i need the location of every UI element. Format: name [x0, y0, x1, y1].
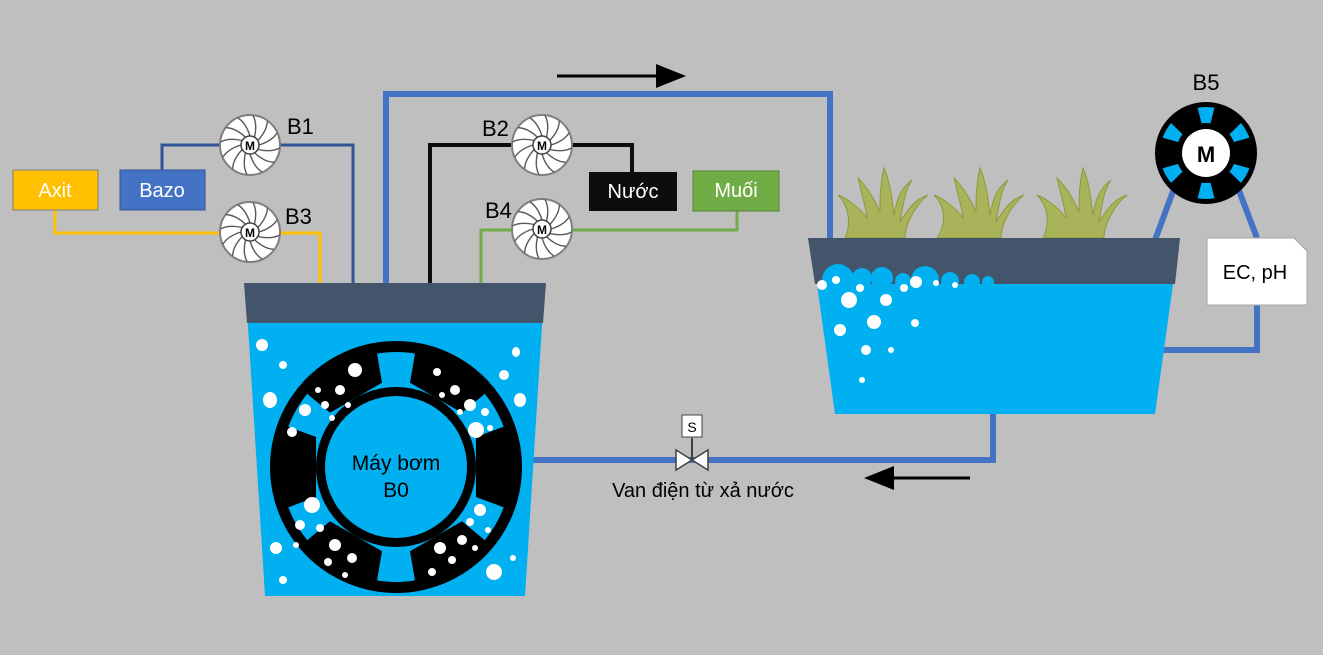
- pump-b5-wheel-icon: [1155, 102, 1257, 204]
- ec-ph-sensor-box: [1206, 237, 1308, 306]
- valve-icon: [675, 448, 709, 472]
- nuoc-label: Nước: [608, 181, 659, 203]
- axit-label: Axit: [38, 180, 72, 202]
- plant-icon-3: [1036, 166, 1128, 239]
- mixing-tank: Máy bơm B0: [244, 283, 546, 596]
- mixing-tank-bubbles: [256, 339, 526, 584]
- mixing-tank-lid: [244, 283, 546, 323]
- plant-icon-1: [837, 166, 929, 239]
- b5-return-pipe: [1160, 295, 1260, 353]
- solenoid-coil-box: [681, 414, 703, 438]
- muoi-box: Muối: [692, 170, 780, 212]
- growing-tank-water: [815, 270, 1175, 414]
- ec-ph-sensor: EC, pH: [1206, 237, 1308, 306]
- pump-b2-label: B2: [482, 116, 509, 141]
- bazo-pipe: [160, 143, 222, 170]
- pump-b1-label: B1: [287, 114, 314, 139]
- nuoc-pipe: [570, 143, 634, 172]
- growing-tank-lid: [808, 238, 1180, 284]
- bazo-label: Bazo: [139, 180, 185, 202]
- b1-to-tank-pipe: [278, 143, 355, 283]
- pump-b4-motor-letter: M: [537, 223, 547, 237]
- pump-b3-motor-letter: M: [245, 226, 255, 240]
- growing-tank: [808, 166, 1180, 414]
- valve-label: Van điện từ xả nước: [612, 480, 794, 502]
- pump-b1-motor-letter: M: [245, 139, 255, 153]
- plant-icon-2: [933, 166, 1025, 239]
- ec-ph-sensor-label: EC, pH: [1223, 262, 1287, 284]
- b3-to-tank-pipe: [278, 231, 322, 283]
- return-pipe: [533, 412, 996, 463]
- nuoc-box: Nước: [589, 172, 677, 211]
- pump-b5-label: B5: [1193, 70, 1220, 95]
- b5-left-pipe: [1152, 184, 1178, 242]
- pump-b2: M B2: [482, 114, 573, 176]
- solenoid-valve: S: [675, 414, 709, 472]
- axit-pipe: [53, 210, 222, 235]
- growing-tank-bubbles: [817, 276, 958, 383]
- b5-right-pipe: [1235, 186, 1260, 240]
- supply-pipe: [383, 91, 833, 283]
- muoi-label: Muối: [714, 180, 757, 202]
- main-pump-label-line1: Máy bơm: [352, 452, 440, 475]
- muoi-pipe: [570, 210, 739, 232]
- pump-b5: B5 M: [1155, 70, 1257, 204]
- bazo-box: Bazo: [119, 169, 206, 211]
- b2-to-tank-pipe: [428, 143, 514, 283]
- pump-b3: M B3: [219, 201, 312, 263]
- pump-b4: M B4: [485, 198, 573, 260]
- main-pump-label-line2: B0: [383, 479, 409, 502]
- solenoid-letter: S: [687, 419, 696, 435]
- b4-to-tank-pipe: [479, 228, 514, 283]
- pump-b2-motor-letter: M: [537, 139, 547, 153]
- axit-box: Axit: [12, 169, 99, 211]
- pump-b5-motor-letter: M: [1197, 142, 1215, 167]
- pump-b3-label: B3: [285, 204, 312, 229]
- pump-b4-label: B4: [485, 198, 512, 223]
- pump-b1: M B1: [219, 114, 314, 176]
- main-pump-wheel-icon: [270, 341, 522, 593]
